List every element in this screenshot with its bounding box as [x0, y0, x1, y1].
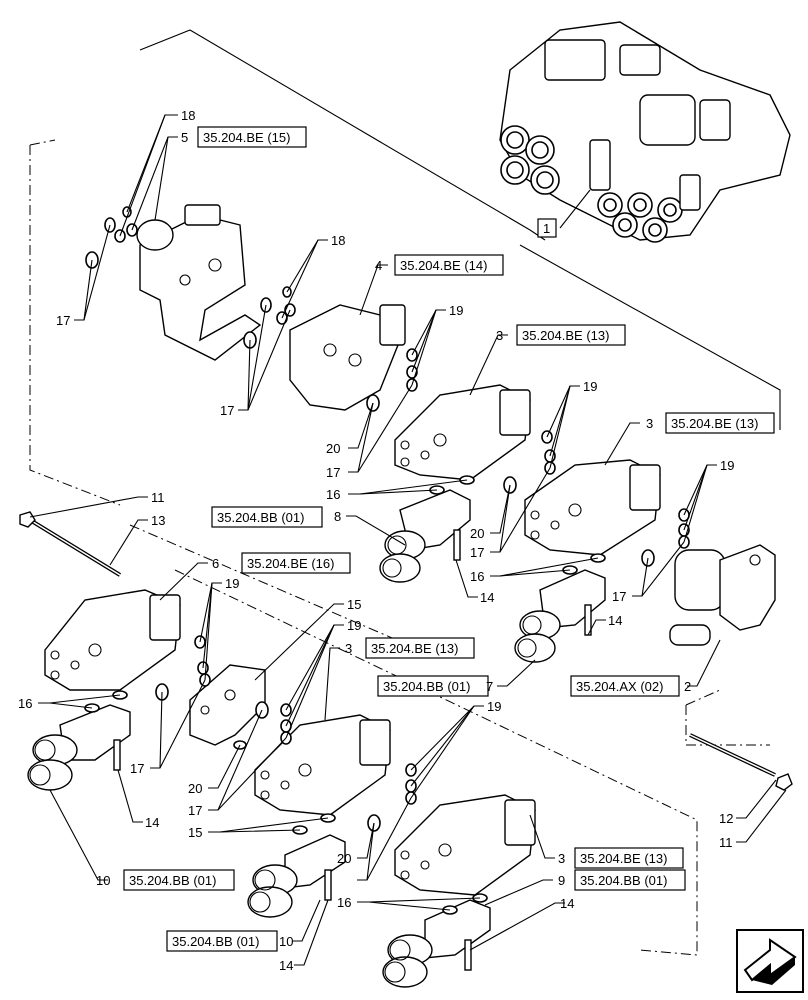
next-page-arrow-icon[interactable] — [736, 929, 804, 993]
callout-1-box: 1 — [537, 218, 557, 238]
callout-20: 20 — [188, 781, 202, 796]
leader-lines — [29, 114, 787, 966]
callout-4: 4 — [375, 258, 382, 273]
callout-5: 5 — [181, 130, 188, 145]
ref-box-r10b[interactable]: 35.204.BB (01) — [166, 930, 278, 952]
callout-18: 18 — [331, 233, 345, 248]
callout-17: 17 — [326, 465, 340, 480]
ref-box-r5[interactable]: 35.204.BE (15) — [197, 126, 307, 148]
callout-16: 16 — [337, 895, 351, 910]
callout-3: 3 — [345, 641, 352, 656]
callout-20: 20 — [326, 441, 340, 456]
callout-14: 14 — [480, 590, 494, 605]
ref-r3c-text: 35.204.BE (13) — [371, 641, 458, 656]
callout-19: 19 — [487, 699, 501, 714]
callout-17: 17 — [130, 761, 144, 776]
tie-rods — [19, 511, 793, 791]
callout-3: 3 — [646, 416, 653, 431]
callout-3: 3 — [558, 851, 565, 866]
ref-r10a-text: 35.204.BB (01) — [129, 873, 216, 888]
ref-box-r10a[interactable]: 35.204.BB (01) — [123, 869, 235, 891]
callout-16: 16 — [326, 487, 340, 502]
ref-box-r3d[interactable]: 35.204.BE (13) — [574, 847, 684, 869]
callout-7: 7 — [486, 679, 493, 694]
callout-15: 15 — [188, 825, 202, 840]
ref-box-r8[interactable]: 35.204.BB (01) — [211, 506, 323, 528]
callout-14: 14 — [608, 613, 622, 628]
ref-r4-text: 35.204.BE (14) — [400, 258, 487, 273]
coupler-block-10-middle — [247, 834, 346, 918]
ref-box-r4[interactable]: 35.204.BE (14) — [394, 254, 504, 276]
callout-14: 14 — [560, 896, 574, 911]
callout-13: 13 — [151, 513, 165, 528]
part-2-valve — [669, 544, 776, 646]
part-4-valve-section — [289, 304, 406, 411]
part-3-middle-valve-section — [254, 714, 391, 816]
coupler-block-9 — [382, 899, 491, 988]
callout-16: 16 — [470, 569, 484, 584]
part-3-lower-valve-section — [394, 794, 536, 896]
callout-2: 2 — [684, 679, 691, 694]
ref-r2-text: 35.204.AX (02) — [576, 679, 663, 694]
callout-14: 14 — [279, 958, 293, 973]
coupler-block-10-left — [27, 704, 131, 791]
part-3-right-valve-section — [524, 459, 661, 556]
callout-11: 11 — [719, 835, 733, 850]
ref-r3a-text: 35.204.BE (13) — [522, 328, 609, 343]
part-3-upper-valve-section — [394, 384, 531, 481]
callout-10: 10 — [96, 873, 110, 888]
callout-1: 1 — [543, 221, 550, 236]
callout-17: 17 — [470, 545, 484, 560]
main-valve-assembly — [499, 21, 791, 243]
ref-box-r9[interactable]: 35.204.BB (01) — [574, 869, 686, 891]
callout-19: 19 — [347, 618, 361, 633]
ref-r3b-text: 35.204.BE (13) — [671, 416, 758, 431]
ref-box-r2[interactable]: 35.204.AX (02) — [570, 675, 680, 697]
callout-numbers: 18 5 17 18 4 17 19 3 20 17 16 19 3 8 20 … — [18, 108, 734, 973]
callout-17: 17 — [220, 403, 234, 418]
callout-19: 19 — [449, 303, 463, 318]
callout-17: 17 — [188, 803, 202, 818]
ref-box-r6[interactable]: 35.204.BE (16) — [241, 552, 351, 574]
callout-9: 9 — [558, 873, 565, 888]
callout-14: 14 — [145, 815, 159, 830]
part-5-valve-section — [136, 204, 262, 361]
callout-17: 17 — [612, 589, 626, 604]
callout-3: 3 — [496, 328, 503, 343]
ref-box-r3a[interactable]: 35.204.BE (13) — [516, 324, 626, 346]
callout-12: 12 — [719, 811, 733, 826]
ref-box-r3b[interactable]: 35.204.BE (13) — [665, 412, 775, 434]
callout-20: 20 — [337, 851, 351, 866]
callout-15: 15 — [347, 597, 361, 612]
callout-18: 18 — [181, 108, 195, 123]
callout-11: 11 — [151, 490, 165, 505]
ref-r9-text: 35.204.BB (01) — [580, 873, 667, 888]
ref-r6-text: 35.204.BE (16) — [247, 556, 334, 571]
ref-r5-text: 35.204.BE (15) — [203, 130, 290, 145]
callout-19: 19 — [720, 458, 734, 473]
ref-r3d-text: 35.204.BE (13) — [580, 851, 667, 866]
callout-19: 19 — [225, 576, 239, 591]
callout-10: 10 — [279, 934, 293, 949]
ref-box-r7[interactable]: 35.204.BB (01) — [377, 675, 489, 697]
ref-r7-text: 35.204.BB (01) — [383, 679, 470, 694]
ref-box-r3c[interactable]: 35.204.BE (13) — [365, 637, 475, 659]
callout-20: 20 — [470, 526, 484, 541]
callout-6: 6 — [212, 556, 219, 571]
callout-8: 8 — [334, 509, 341, 524]
ref-r8-text: 35.204.BB (01) — [217, 510, 304, 525]
ref-r10b-text: 35.204.BB (01) — [172, 934, 259, 949]
part-6-valve-section — [44, 589, 181, 691]
callout-17: 17 — [56, 313, 70, 328]
callout-19: 19 — [583, 379, 597, 394]
callout-16: 16 — [18, 696, 32, 711]
